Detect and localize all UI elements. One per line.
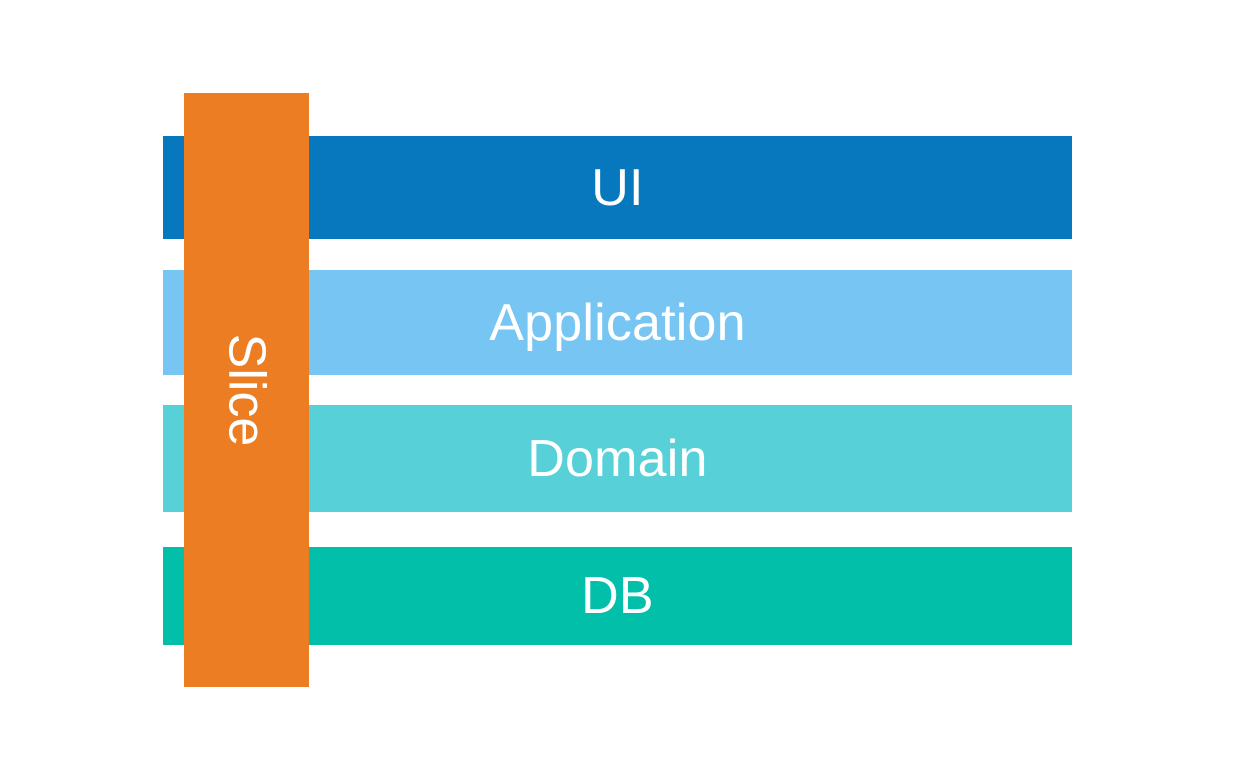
layer-label-db: DB (581, 567, 654, 625)
layer-bar-application[interactable]: Application (163, 270, 1072, 375)
vertical-slice-band[interactable]: Slice (184, 93, 309, 687)
layer-label-ui: UI (591, 158, 644, 217)
layer-label-domain: Domain (527, 429, 708, 488)
vertical-slice-label: Slice (217, 333, 276, 447)
layer-bar-db[interactable]: DB (163, 547, 1072, 645)
layer-bar-ui[interactable]: UI (163, 136, 1072, 239)
layer-label-application: Application (489, 293, 746, 352)
layer-bar-domain[interactable]: Domain (163, 405, 1072, 512)
